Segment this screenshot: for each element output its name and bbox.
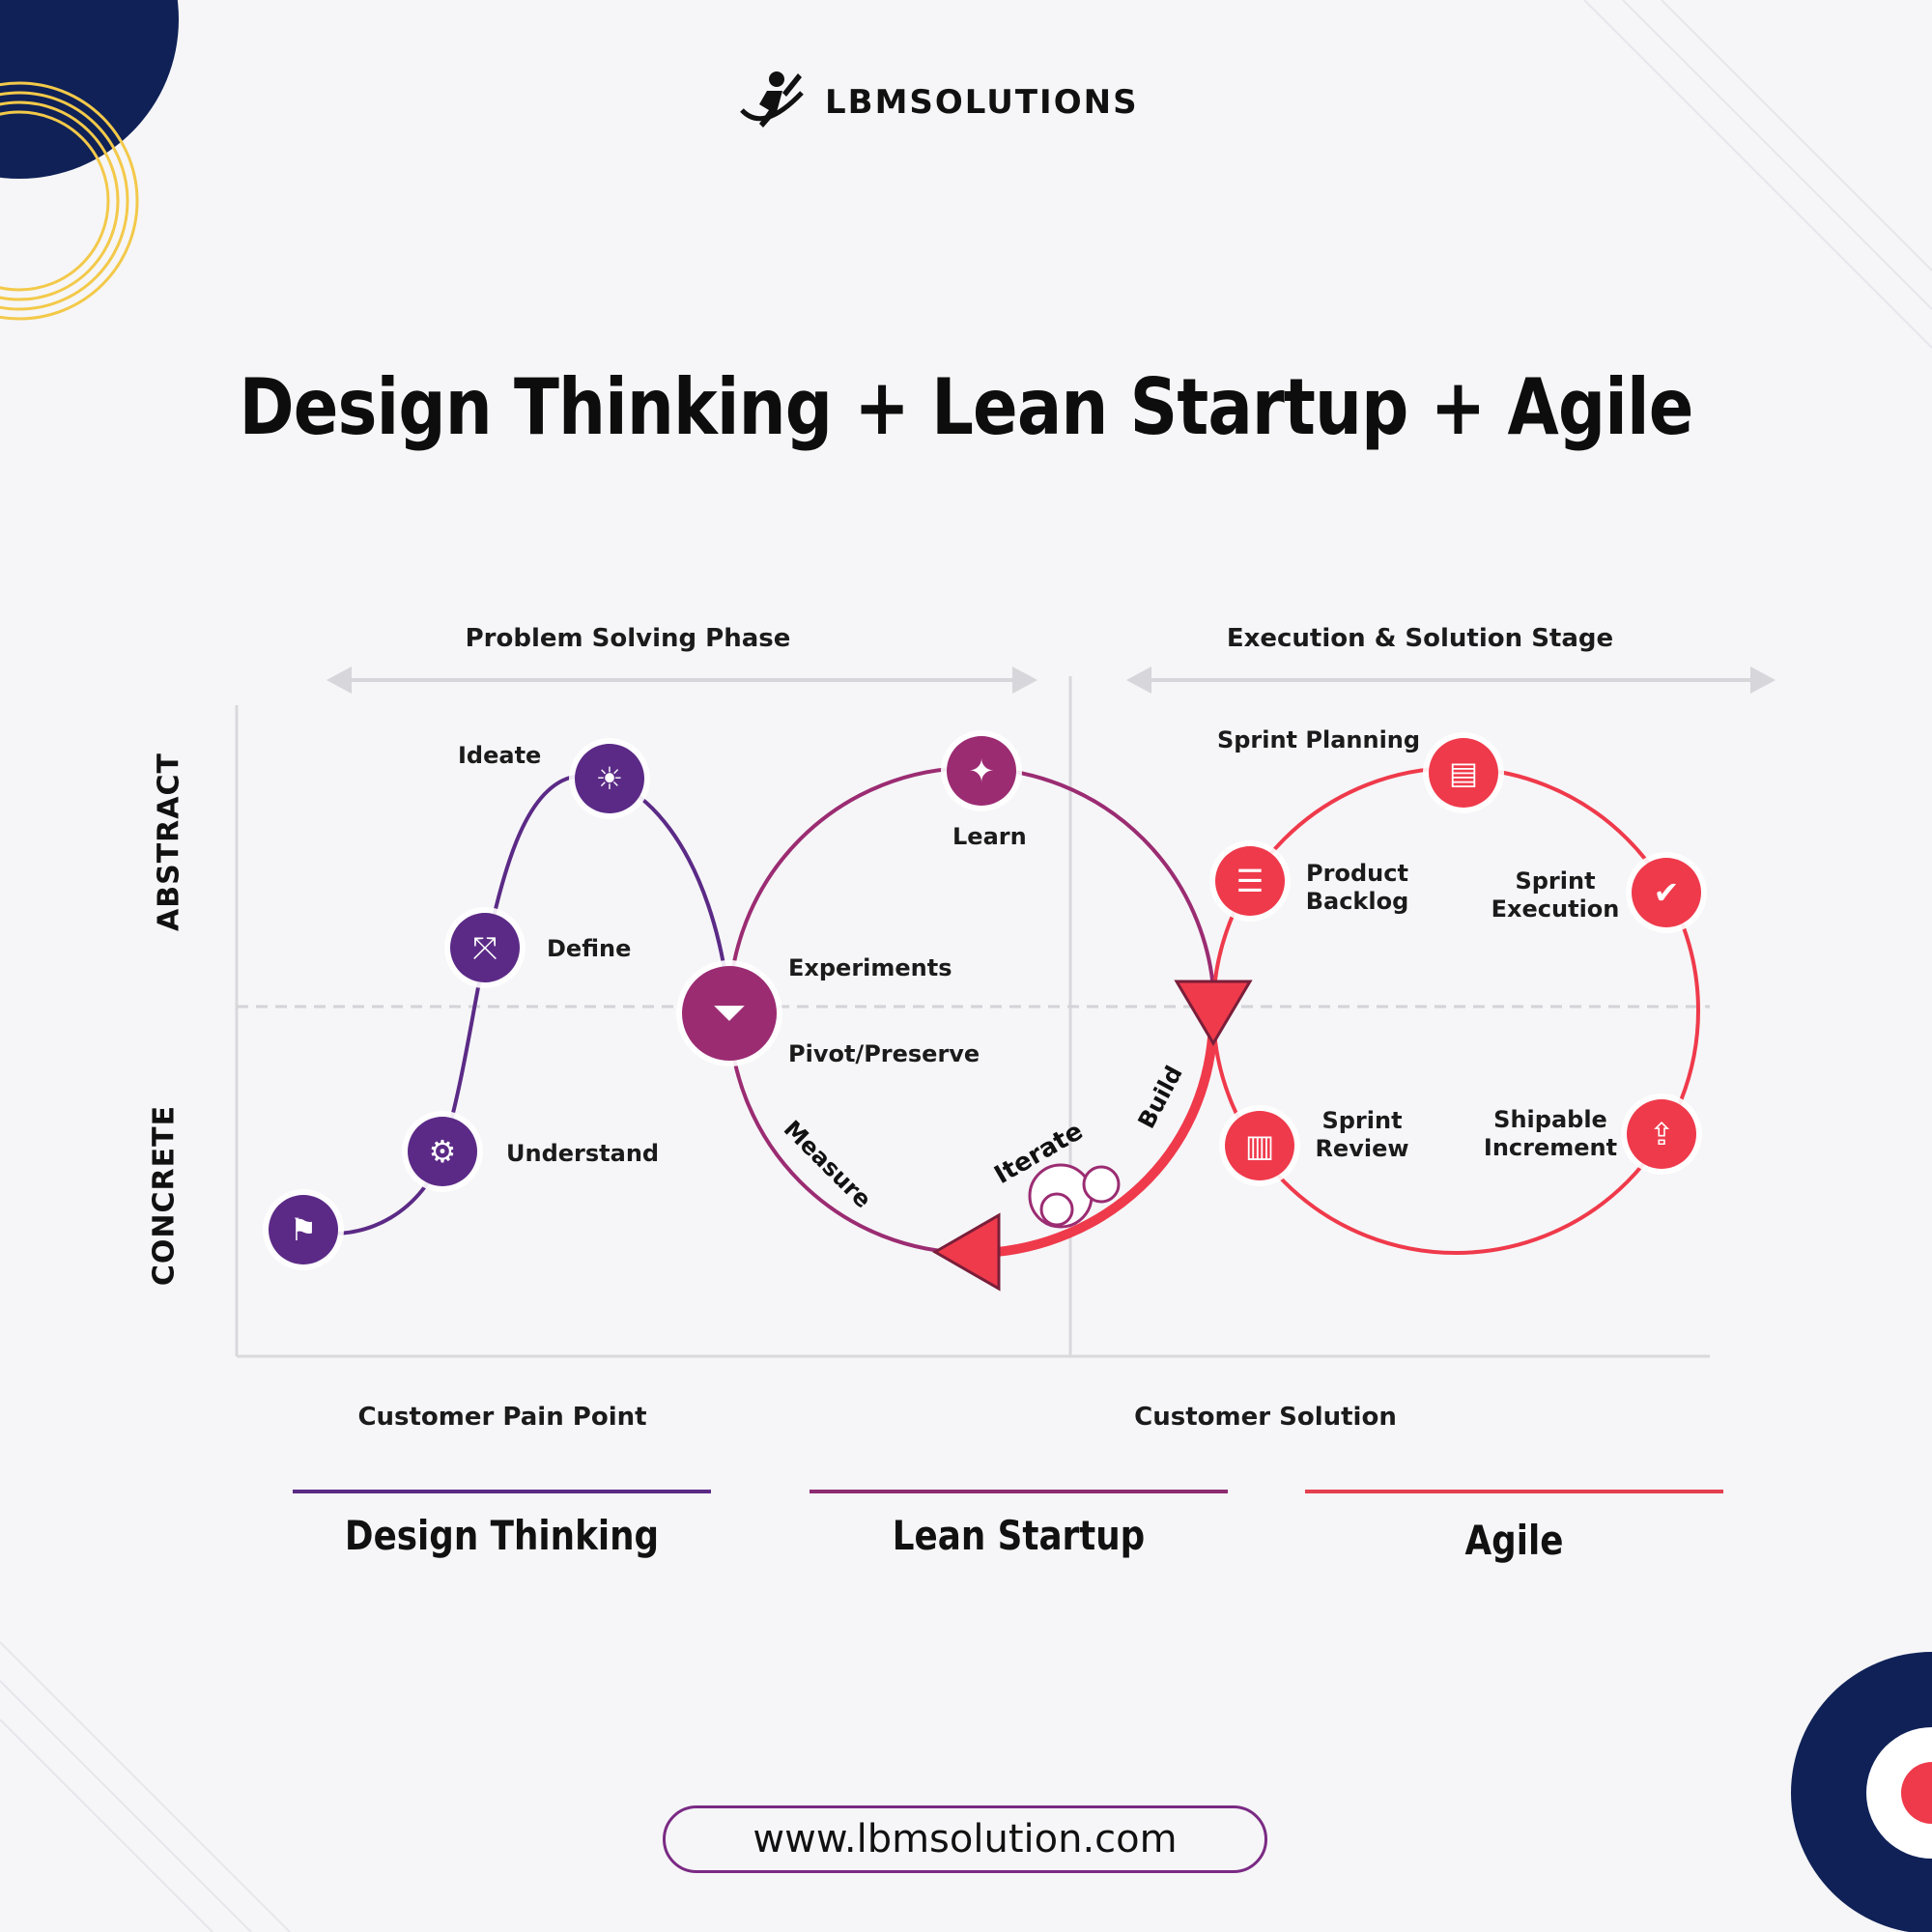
agile-shipable-increment: Shipable Increment bbox=[1468, 1106, 1633, 1162]
agile-product-backlog: Product Backlog bbox=[1294, 860, 1420, 916]
iterate-bubbles bbox=[1028, 1163, 1121, 1229]
bottom-right-red-dot bbox=[1901, 1762, 1932, 1824]
build-arrowhead bbox=[1174, 980, 1253, 1046]
agile-sprint-execution: Sprint Execution bbox=[1478, 867, 1633, 923]
legend-line-design-thinking bbox=[293, 1490, 711, 1493]
legend-line-lean-startup bbox=[810, 1490, 1228, 1493]
build-label: Build bbox=[1133, 1062, 1188, 1133]
build-arrow-arc bbox=[984, 1023, 1218, 1258]
dt-step-ideate: Ideate bbox=[458, 742, 542, 769]
thumbs-up-icon: ✔ bbox=[1632, 858, 1701, 927]
top-left-navy-circle bbox=[0, 0, 179, 179]
axis-customer-pain-point: Customer Pain Point bbox=[357, 1403, 647, 1432]
gold-rings bbox=[0, 81, 139, 321]
legend-line-agile bbox=[1305, 1490, 1723, 1493]
brand-logo: LBMSOLUTIONS bbox=[734, 66, 1139, 139]
ls-learn: Learn bbox=[952, 823, 1027, 850]
bottom-right-navy-circle bbox=[1791, 1652, 1932, 1932]
chart-screen-icon: ▥ bbox=[1225, 1111, 1294, 1180]
increment-line-1: Shipable bbox=[1493, 1106, 1607, 1133]
ls-experiments: Experiments bbox=[788, 954, 952, 981]
runner-logo-icon bbox=[740, 71, 804, 128]
review-line-2: Review bbox=[1315, 1134, 1409, 1162]
measure-label: Measure bbox=[779, 1115, 877, 1213]
agile-sprint-review: Sprint Review bbox=[1304, 1107, 1420, 1163]
backlog-line-2: Backlog bbox=[1305, 887, 1409, 915]
brand-name: LBMSOLUTIONS bbox=[825, 83, 1139, 122]
axis-customer-solution: Customer Solution bbox=[1134, 1403, 1397, 1432]
funnel-icon: ⏷ bbox=[682, 966, 777, 1061]
agile-sprint-planning: Sprint Planning bbox=[1216, 726, 1421, 753]
axis-concrete-label: CONCRETE bbox=[147, 1104, 182, 1287]
review-line-1: Sprint bbox=[1321, 1107, 1403, 1134]
lightbulb-icon: ☀ bbox=[575, 744, 644, 813]
start-flag-icon: ⚑ bbox=[269, 1195, 338, 1264]
backlog-line-1: Product bbox=[1306, 860, 1408, 887]
box-upload-icon: ⇪ bbox=[1627, 1099, 1696, 1169]
increment-line-2: Increment bbox=[1483, 1133, 1618, 1161]
phase-arrows bbox=[327, 667, 1776, 694]
page-title: Design Thinking + Lean Startup + Agile bbox=[239, 362, 1693, 452]
legend-agile: Agile bbox=[1464, 1517, 1564, 1564]
dt-step-define: Define bbox=[547, 935, 632, 962]
legend-lean-startup: Lean Startup bbox=[892, 1512, 1146, 1559]
split-arrow-icon: ⤧ bbox=[450, 913, 520, 982]
head-gear-icon: ⚙ bbox=[408, 1117, 477, 1186]
measure-arrowhead bbox=[931, 1212, 1001, 1292]
legend-design-thinking: Design Thinking bbox=[344, 1512, 660, 1559]
axis-abstract-label: ABSTRACT bbox=[152, 753, 186, 931]
phase-problem-solving: Problem Solving Phase bbox=[465, 624, 791, 653]
book-brain-icon: ✦ bbox=[947, 736, 1016, 806]
execution-line-1: Sprint bbox=[1515, 867, 1596, 895]
phase-execution: Execution & Solution Stage bbox=[1226, 624, 1614, 653]
website-url: www.lbmsolution.com bbox=[753, 1817, 1178, 1861]
execution-line-2: Execution bbox=[1491, 895, 1620, 923]
agile-loop bbox=[1211, 766, 1700, 1255]
ls-pivot: Pivot/Preserve bbox=[788, 1040, 980, 1067]
website-link[interactable]: www.lbmsolution.com bbox=[663, 1805, 1267, 1873]
clipboard-icon: ▤ bbox=[1429, 738, 1498, 808]
dt-step-understand: Understand bbox=[506, 1140, 660, 1167]
bottom-right-white-ring bbox=[1866, 1727, 1932, 1859]
list-icon: ☰ bbox=[1215, 846, 1285, 916]
